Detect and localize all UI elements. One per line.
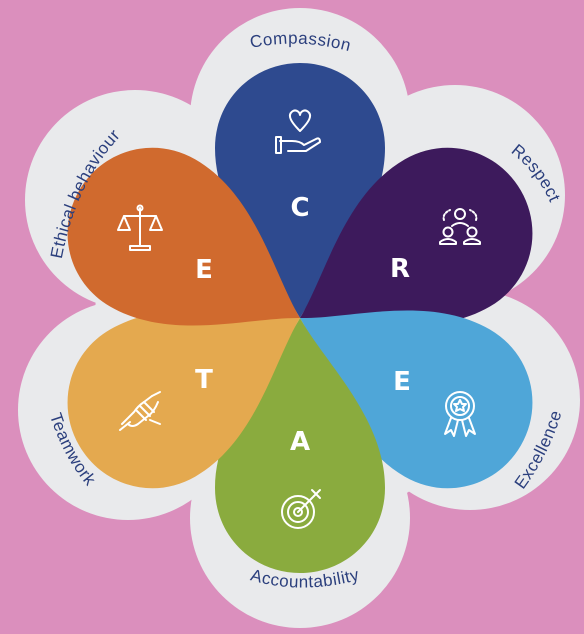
letter-accountability: A	[290, 427, 310, 457]
letter-excellence: E	[393, 367, 411, 397]
target-arrow-icon	[281, 489, 321, 529]
petals-group	[67, 63, 533, 573]
petal-teamwork	[67, 310, 300, 489]
letter-ethical: E	[195, 255, 213, 285]
scales-icon	[117, 204, 163, 251]
letter-teamwork: T	[195, 365, 213, 395]
award-ribbon-icon	[444, 391, 476, 437]
heart-in-hand-icon	[275, 109, 321, 154]
petal-ethical	[67, 147, 300, 326]
handshake-icon	[119, 391, 161, 431]
petal-respect	[300, 147, 533, 326]
letter-compassion: C	[290, 193, 309, 223]
people-network-icon	[439, 208, 481, 245]
letter-respect: R	[390, 254, 410, 284]
petal-excellence	[300, 310, 533, 489]
